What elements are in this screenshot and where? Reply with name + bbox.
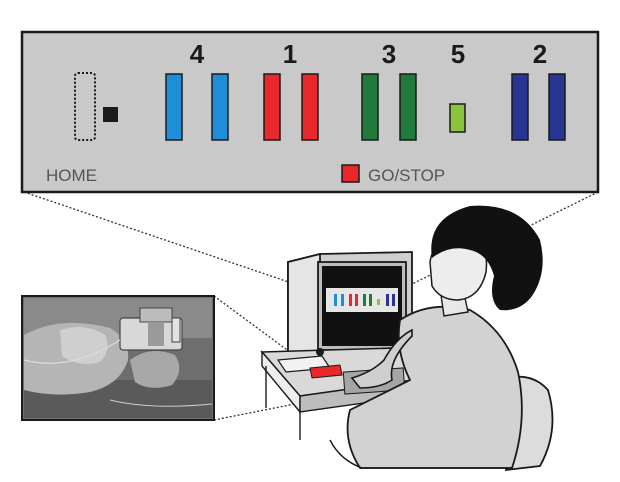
target-2-bar-left [511,73,529,141]
person-hair [431,205,543,311]
target-4-bar-left [165,73,183,141]
zoom-line-left [23,191,319,293]
target-4-bar-right [211,73,229,141]
hand-photo [21,295,215,421]
target-3-bar-right [399,73,417,141]
mouse-icon [316,348,324,356]
seated-person [329,205,554,472]
target-number-3: 3 [382,39,396,69]
person-arm [350,328,413,389]
home-label: HOME [46,166,97,185]
target-number-5: 5 [451,39,465,69]
cursor-square-icon [103,107,118,122]
sensor-wire [23,339,121,364]
person-leg [329,439,363,469]
target-1-bar-left [263,73,281,141]
go-stop-label: GO/STOP [368,166,445,185]
target-number-4: 4 [190,39,205,69]
zoom-line-photo-top [213,295,326,379]
thumb-shape [130,351,180,388]
target-5-bar [449,103,466,133]
target-number-2: 2 [533,39,547,69]
display-panel: 4 1 3 5 2 HOME GO/STOP [20,30,600,194]
person-torso [346,305,523,469]
target-2-bar-right [548,73,566,141]
target-number-1: 1 [283,39,297,69]
target-3-bar-left [361,73,379,141]
target-1-bar-right [301,73,319,141]
home-position-marker [74,72,96,141]
go-stop-square-icon [341,164,360,183]
